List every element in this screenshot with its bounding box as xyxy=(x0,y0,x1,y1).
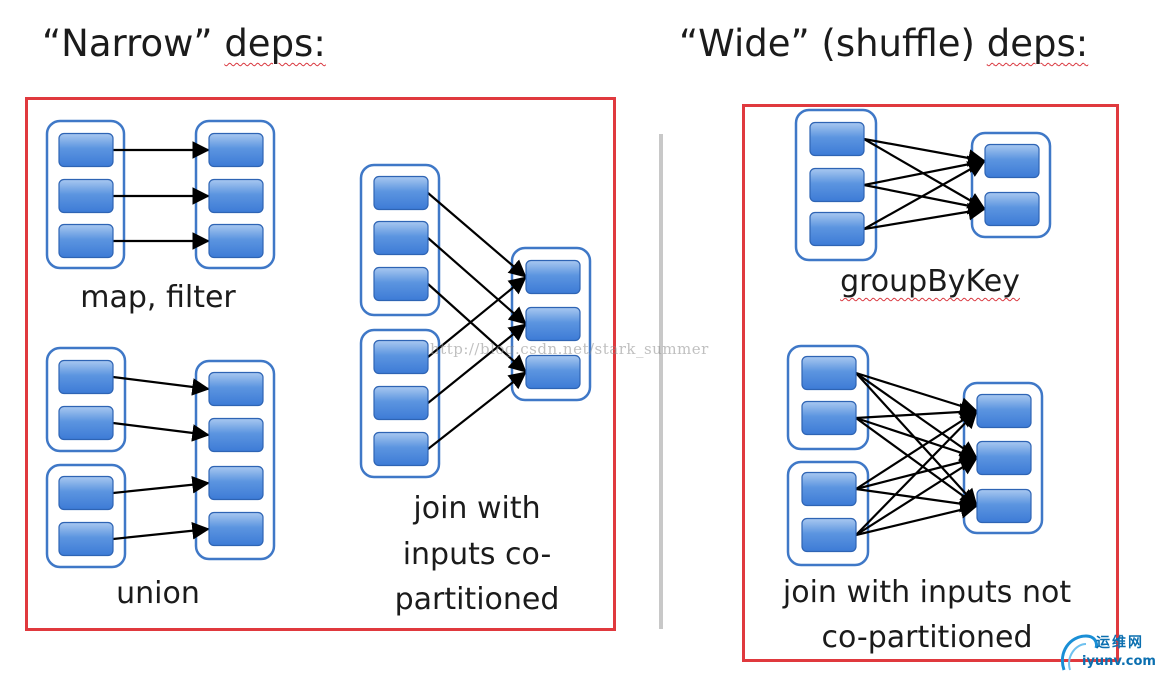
narrow-join-output-partition xyxy=(525,306,581,342)
map-filter-target-partition xyxy=(208,223,264,259)
map-filter-target-partition xyxy=(208,178,264,214)
group-by-key-source-partition xyxy=(809,211,865,247)
union-source-partition xyxy=(58,475,114,511)
narrow-heading-word: “Narrow” xyxy=(42,22,213,65)
narrow-join-label-line-1: join with xyxy=(413,491,541,526)
wide-join-output-partition xyxy=(976,488,1032,524)
iyunv-logo: 运维网 iyunv.com xyxy=(1058,628,1160,676)
union-arrow xyxy=(112,475,210,495)
union-target-partition xyxy=(208,417,264,453)
narrow-join-input-partition xyxy=(373,220,429,256)
wide-join-arrow xyxy=(855,417,978,507)
wide-join-arrow xyxy=(855,501,978,537)
union-source-partition xyxy=(58,521,114,557)
wide-deps-frame xyxy=(742,104,1119,662)
union-arrow xyxy=(112,521,210,541)
union-source-partition xyxy=(58,359,114,395)
narrow-deps-frame xyxy=(25,97,616,631)
wide-join-arrow xyxy=(855,372,978,507)
group-by-key-source-partition xyxy=(809,121,865,157)
narrow-deps-heading: “Narrow” deps: xyxy=(42,22,326,65)
union-source-partition xyxy=(58,405,114,441)
wide-join-arrow xyxy=(855,403,978,421)
group-by-key-source-partition xyxy=(809,167,865,203)
narrow-join-input-partition xyxy=(373,339,429,375)
narrow-join-label-line-3: partitioned xyxy=(394,582,560,617)
narrow-join-output-partition xyxy=(525,259,581,295)
group-by-key-arrow xyxy=(863,183,986,215)
wide-join-label-line-2: co-partitioned xyxy=(821,620,1033,655)
union-arrow xyxy=(112,421,210,442)
group-by-key-target-partition xyxy=(984,143,1040,179)
wide-join-input-partition xyxy=(801,355,857,391)
narrow-join-arrow xyxy=(427,192,527,278)
group-by-key-arrow xyxy=(863,203,986,231)
watermark-url: http://blog.csdn.net/stark_summer xyxy=(430,340,709,358)
logo-domain-text: iyunv.com xyxy=(1082,654,1156,669)
map-filter-source-partition xyxy=(58,132,114,168)
group-by-key-target-partition xyxy=(984,191,1040,227)
group-by-key-arrow xyxy=(863,160,986,230)
narrow-heading-deps: deps: xyxy=(224,22,326,65)
union-target-partition xyxy=(208,511,264,547)
wide-join-arrow xyxy=(855,457,978,536)
narrow-join-input-partition xyxy=(373,385,429,421)
wide-join-input-partition xyxy=(801,400,857,436)
wide-heading-deps: deps: xyxy=(986,22,1089,65)
narrow-join-input-partition xyxy=(373,175,429,211)
narrow-join-arrow xyxy=(427,323,527,404)
union-target-partition xyxy=(208,465,264,501)
wide-join-label-line-1: join with inputs not xyxy=(782,575,1072,610)
union-label: union xyxy=(116,576,200,611)
wide-join-arrow xyxy=(855,410,978,536)
narrow-join-output-partition xyxy=(525,354,581,390)
logo-swirl-icon xyxy=(1061,634,1098,671)
narrow-join-arrow xyxy=(427,283,527,373)
wide-join-output-partition xyxy=(976,440,1032,476)
map-filter-target-partition xyxy=(208,132,264,168)
group-by-key-label: groupByKey xyxy=(840,264,1020,299)
group-by-key-label-wrap: groupByKey xyxy=(800,264,1060,299)
narrow-join-arrow xyxy=(427,237,527,325)
wide-heading-word: “Wide” (shuffle) xyxy=(679,22,975,65)
narrow-join-arrow xyxy=(427,276,527,358)
wide-join-arrow xyxy=(855,416,978,462)
map-filter-source-partition xyxy=(58,178,114,214)
narrow-join-input-partition xyxy=(373,266,429,302)
union-target-partition xyxy=(208,371,264,407)
wide-join-input-partition xyxy=(801,471,857,507)
group-by-key-arrow xyxy=(863,137,986,167)
wide-join-arrow xyxy=(855,410,978,490)
union-target-rdd xyxy=(194,359,276,561)
narrow-join-label-line-2: inputs co- xyxy=(402,537,552,572)
wide-join-arrow xyxy=(855,371,978,415)
map-filter-label: map, filter xyxy=(80,280,236,315)
narrow-join-arrow xyxy=(427,371,527,450)
wide-join-input-partition xyxy=(801,517,857,553)
section-divider xyxy=(659,134,663,629)
narrow-join-input-partition xyxy=(373,431,429,467)
group-by-key-arrow xyxy=(863,155,986,187)
union-arrow xyxy=(112,375,210,396)
wide-deps-heading: “Wide” (shuffle) deps: xyxy=(679,22,1088,65)
map-filter-source-partition xyxy=(58,223,114,259)
wide-join-output-partition xyxy=(976,393,1032,429)
logo-chinese-text: 运维网 xyxy=(1096,635,1144,651)
